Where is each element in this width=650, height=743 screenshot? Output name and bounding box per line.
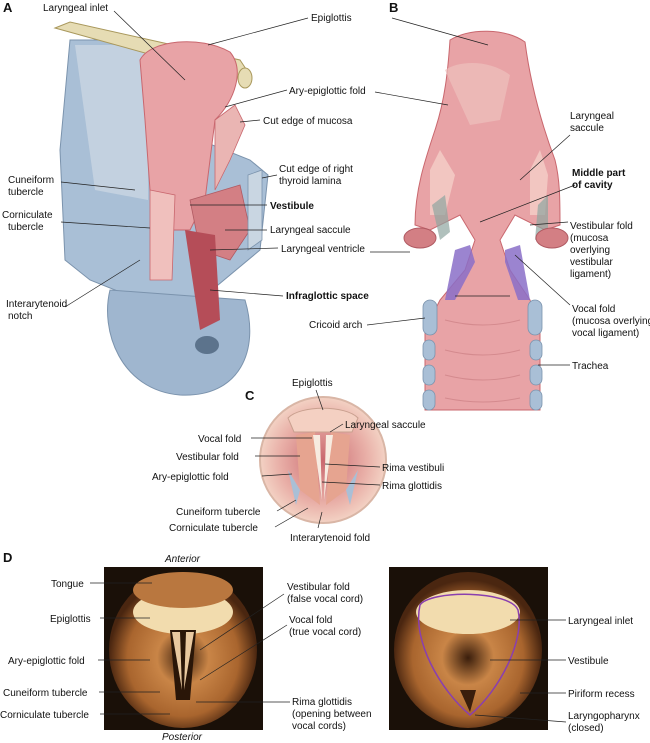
label-b-trachea: Trachea [572,361,609,372]
panel-d-endoscope-right [389,567,548,730]
panel-a-illustration [53,21,269,396]
panel-a-letter: A [3,0,13,15]
label-d-tongue: Tongue [51,579,84,590]
label-c-ary-epiglottic-fold: Ary-epiglottic fold [152,472,229,483]
label-c-cuneiform-tubercle: Cuneiform tubercle [176,507,261,518]
label-d-vestibular-fold-2: (false vocal cord) [287,594,363,605]
label-d-vocal-fold-1: Vocal fold [289,615,332,626]
label-d-vocal-fold-2: (true vocal cord) [289,627,361,638]
label-b-vestibular-fold-1: Vestibular fold [570,221,633,232]
label-a-vestibule: Vestibule [270,201,314,212]
label-a-infraglottic-space: Infraglottic space [286,291,369,302]
label-a-interarytenoid-1: Interarytenoid [6,299,67,310]
label-c-vocal-fold: Vocal fold [198,434,241,445]
label-d-posterior: Posterior [162,732,203,743]
label-a-ary-epiglottic-fold: Ary-epiglottic fold [289,86,366,97]
label-c-laryngeal-saccule: Laryngeal saccule [345,420,426,431]
label-a-laryngeal-ventricle: Laryngeal ventricle [281,244,365,255]
label-b-middle-part-2: of cavity [572,180,613,191]
label-b-saccule-1: Laryngeal [570,111,614,122]
label-a-cut-edge-thyroid-1: Cut edge of right [279,164,353,175]
label-b-vocal-fold-2: (mucosa overlying [572,316,650,327]
label-c-vestibular-fold: Vestibular fold [176,452,239,463]
label-c-rima-glottidis: Rima glottidis [382,481,442,492]
label-d-laryngeal-inlet: Laryngeal inlet [568,616,633,627]
label-b-vestibular-fold-3: overlying [570,245,610,256]
label-a-cuneiform-2: tubercle [8,187,44,198]
label-d-corniculate-tubercle: Corniculate tubercle [0,710,89,721]
label-d-rima-glottidis-2: (opening between [292,709,372,720]
label-a-epiglottis: Epiglottis [311,13,352,24]
label-b-vestibular-fold-2: (mucosa [570,233,609,244]
label-b-middle-part-1: Middle part [572,168,626,179]
panel-b-illustration [403,30,569,411]
label-c-rima-vestibuli: Rima vestibuli [382,463,444,474]
leader-lines [60,10,576,723]
label-a-laryngeal-saccule: Laryngeal saccule [270,225,351,236]
panel-c-illustration [259,396,387,524]
label-a-corniculate-2: tubercle [8,222,44,233]
label-b-vestibular-fold-5: ligament) [570,269,611,280]
label-d-laryngopharynx-1: Laryngopharynx [568,711,640,722]
label-d-rima-glottidis-1: Rima glottidis [292,697,352,708]
panel-c-letter: C [245,388,255,403]
label-d-cuneiform-tubercle: Cuneiform tubercle [3,688,88,699]
label-c-epiglottis: Epiglottis [292,378,333,389]
label-a-laryngeal-inlet: Laryngeal inlet [43,3,108,14]
label-d-epiglottis: Epiglottis [50,614,91,625]
panel-d-letter: D [3,550,12,565]
label-b-vestibular-fold-4: vestibular [570,257,613,268]
panel-d-endoscope-left [104,567,263,730]
label-c-interarytenoid-fold: Interarytenoid fold [290,533,370,544]
label-a-cut-edge-thyroid-2: thyroid lamina [279,176,342,187]
label-a-cut-edge-mucosa: Cut edge of mucosa [263,116,353,127]
label-b-vocal-fold-1: Vocal fold [572,304,615,315]
label-d-rima-glottidis-3: vocal cords) [292,721,346,732]
label-a-corniculate-1: Corniculate [2,210,53,221]
label-d-anterior: Anterior [164,554,201,565]
label-d-piriform-recess: Piriform recess [568,689,635,700]
label-d-ary-epiglottic-fold: Ary-epiglottic fold [8,656,85,667]
label-b-saccule-2: saccule [570,123,604,134]
label-c-corniculate-tubercle: Corniculate tubercle [169,523,258,534]
label-d-laryngopharynx-2: (closed) [568,723,604,734]
label-b-vocal-fold-3: vocal ligament) [572,328,639,339]
panel-b-letter: B [389,0,398,15]
label-a-cuneiform-1: Cuneiform [8,175,54,186]
label-d-vestibule: Vestibule [568,656,609,667]
label-d-vestibular-fold-1: Vestibular fold [287,582,350,593]
label-b-cricoid-arch: Cricoid arch [309,320,362,331]
label-a-interarytenoid-2: notch [8,311,32,322]
